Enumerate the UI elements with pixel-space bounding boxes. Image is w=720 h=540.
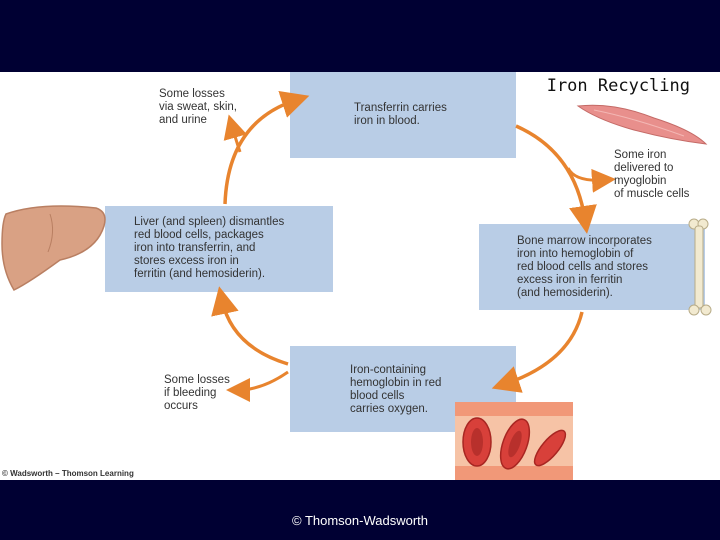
text-transferrin: Transferrin carries iron in blood.	[354, 102, 447, 127]
box-transferrin	[290, 72, 516, 158]
blood-vessel-illustration	[455, 402, 573, 480]
top-band	[0, 0, 720, 72]
arrow-marrow-to-rbc	[491, 311, 584, 393]
box-bone-marrow	[479, 224, 705, 310]
arrow-transferrin-to-marrow	[515, 124, 597, 234]
arrow-to-muscle	[566, 167, 616, 193]
text-bone-marrow: Bone marrow incorporates iron into hemog…	[517, 235, 652, 299]
arrow-to-sweat	[223, 114, 247, 153]
box-liver	[105, 206, 333, 292]
cycle-arrows	[211, 90, 616, 402]
bone-illustration	[688, 218, 712, 316]
footer-copyright: © Thomson-Wadsworth	[291, 513, 428, 528]
diagram-title: Iron Recycling	[546, 76, 690, 96]
text-rbc: Iron-containing hemoglobin in red blood …	[350, 364, 442, 415]
note-muscle: Some iron delivered to myoglobin of musc…	[614, 149, 690, 200]
note-sweat: Some losses via sweat, skin, and urine	[159, 88, 237, 126]
slide-canvas: Iron Recycling Transferrin carries iron …	[0, 72, 720, 480]
arrow-rbc-to-liver	[211, 286, 289, 366]
muscle-illustration	[576, 104, 708, 145]
arrow-to-bleeding	[226, 370, 289, 402]
credit-text: © Wadsworth – Thomson Learning	[2, 469, 134, 478]
text-liver: Liver (and spleen) dismantles red blood …	[134, 216, 285, 280]
note-bleeding: Some losses if bleeding occurs	[164, 374, 230, 412]
liver-illustration	[1, 205, 106, 291]
bottom-band	[0, 480, 720, 540]
